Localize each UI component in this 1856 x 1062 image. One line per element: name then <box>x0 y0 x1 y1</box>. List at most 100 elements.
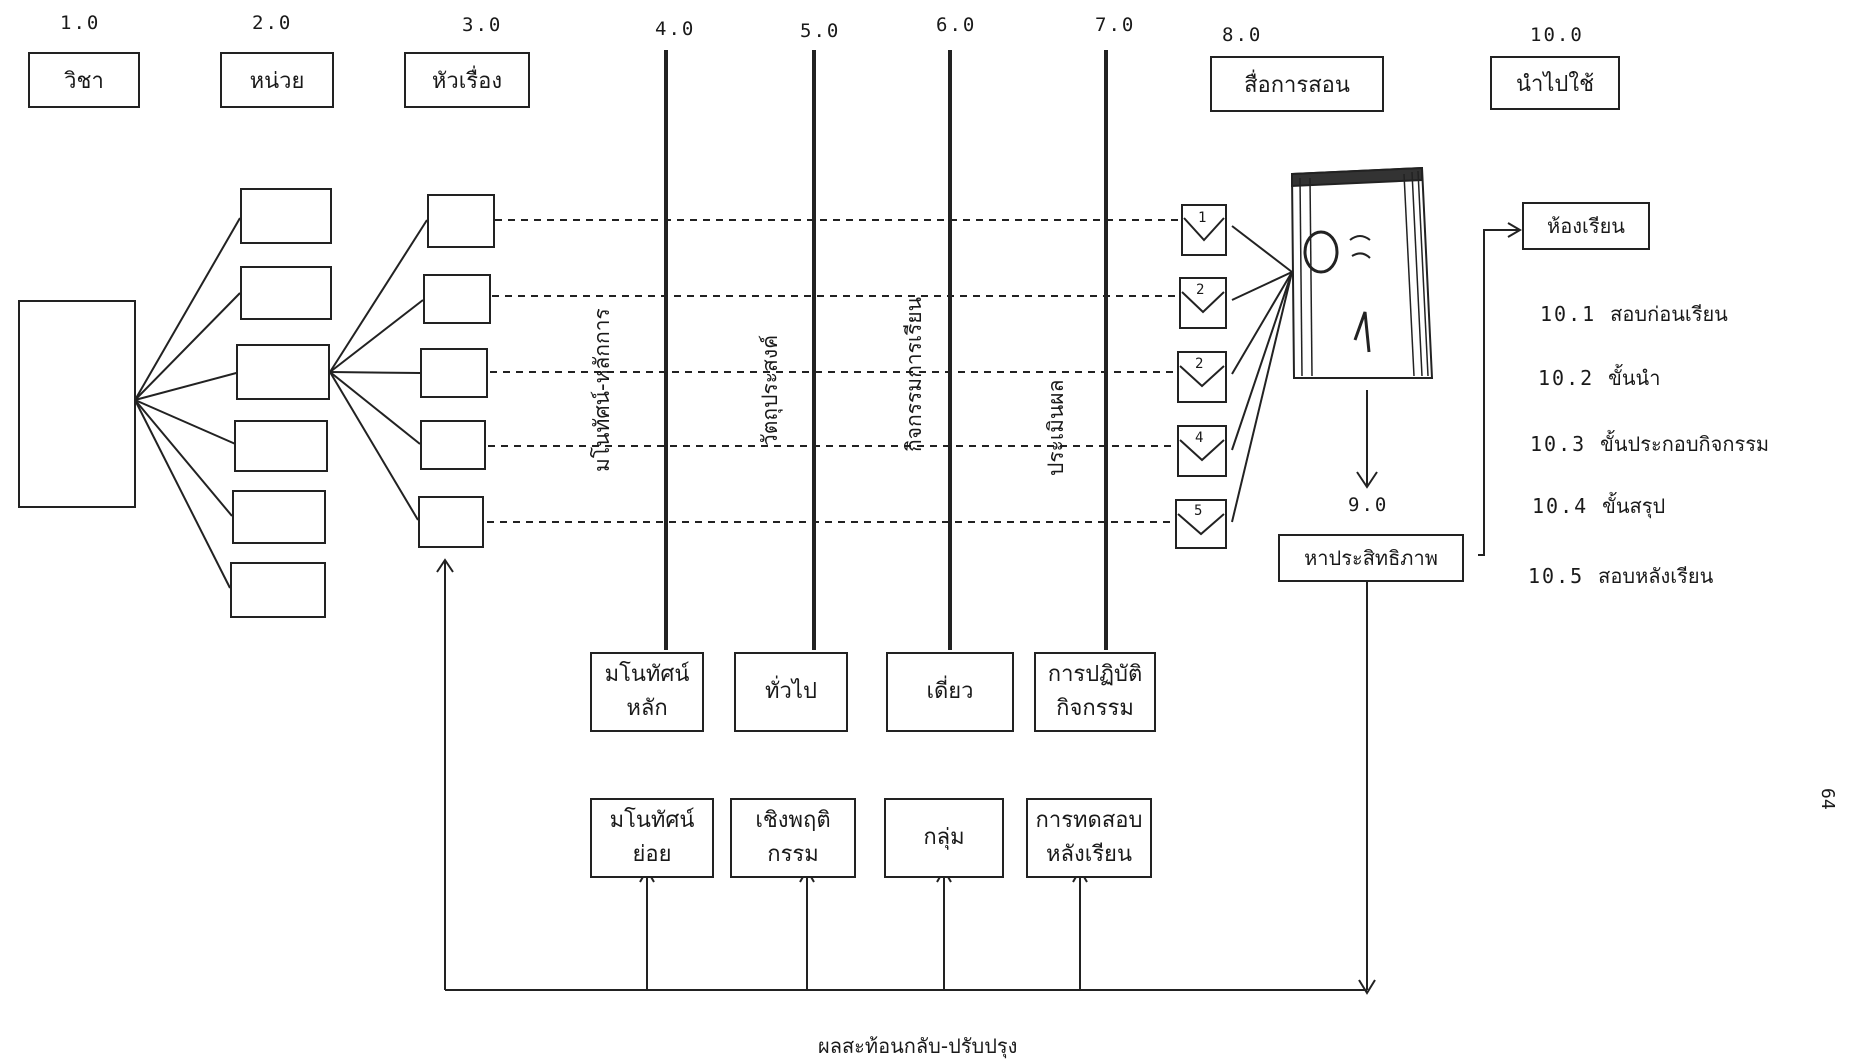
envelope <box>1181 204 1227 256</box>
topic-box <box>420 420 486 470</box>
envelope <box>1179 277 1227 329</box>
usage-step: 10.5 สอบหลังเรียน <box>1528 560 1713 592</box>
usage-step-label: ขั้นนำ <box>1608 366 1661 390</box>
activity-single-box: เดี่ยว <box>886 652 1014 732</box>
box-line: ย่อย <box>632 842 672 867</box>
envelope <box>1175 499 1227 549</box>
connector-line <box>329 371 421 445</box>
envelope <box>1177 425 1227 477</box>
unit-box <box>240 266 332 320</box>
unit-box <box>232 490 326 544</box>
vertical-label-concepts: มโนทัศน์-หลักการ <box>590 308 614 472</box>
envelope-number: 5 <box>1194 503 1205 519</box>
page-number: 64 <box>1817 788 1838 810</box>
usage-step-number: 10.4 <box>1532 494 1589 518</box>
subject-box <box>18 300 136 508</box>
column-number: 10.0 <box>1530 24 1584 46</box>
box-line: เดี่ยว <box>926 679 974 704</box>
topic-box <box>420 348 488 398</box>
column-number: 7.0 <box>1095 14 1136 36</box>
column-heading: หัวเรื่อง <box>404 52 530 108</box>
column-number: 5.0 <box>800 20 841 42</box>
usage-step: 10.4 ขั้นสรุป <box>1532 490 1665 522</box>
column-heading: นำไปใช้ <box>1490 56 1620 110</box>
connector-line <box>1231 271 1293 375</box>
topic-box <box>423 274 491 324</box>
usage-step: 10.3 ขั้นประกอบกิจกรรม <box>1530 428 1769 460</box>
usage-step-number: 10.1 <box>1540 302 1597 326</box>
usage-step-label: สอบหลังเรียน <box>1598 564 1714 588</box>
vertical-label-evaluation: ประเมินผล <box>1044 379 1068 476</box>
evaluation-number: 9.0 <box>1348 494 1389 516</box>
usage-step-number: 10.5 <box>1528 564 1585 588</box>
column-heading: สื่อการสอน <box>1210 56 1384 112</box>
topic-box <box>427 194 495 248</box>
column-number: 2.0 <box>252 12 293 34</box>
usage-step-number: 10.3 <box>1530 432 1587 456</box>
objective-behavioral-box: เชิงพฤติ กรรม <box>730 798 856 878</box>
envelope-number: 2 <box>1196 282 1207 298</box>
box-line: การปฏิบัติ <box>1047 662 1143 687</box>
box-line: กลุ่ม <box>923 825 965 850</box>
connector-line <box>134 399 233 517</box>
connector-line <box>134 399 241 447</box>
vertical-label-objectives: วัตถุประสงค์ <box>758 334 782 446</box>
feedback-caption: ผลสะท้อนกลับ-ปรับปรุง <box>818 1034 1018 1058</box>
envelope-number: 1 <box>1198 210 1209 226</box>
box-line: กรรม <box>767 842 819 867</box>
objective-general-box: ทั่วไป <box>734 652 848 732</box>
column-number: 6.0 <box>936 14 977 36</box>
column-number: 3.0 <box>462 14 503 36</box>
unit-box <box>240 188 332 244</box>
unit-box <box>230 562 326 618</box>
connector-line <box>134 399 231 589</box>
box-line: การทดสอบ <box>1035 808 1143 833</box>
box-line: หลัก <box>626 696 668 721</box>
column-heading: หน่วย <box>220 52 334 108</box>
box-line: หลังเรียน <box>1046 842 1132 867</box>
usage-step-label: สอบก่อนเรียน <box>1610 302 1728 326</box>
practice-activity-box: การปฏิบัติ กิจกรรม <box>1034 652 1156 732</box>
post-test-box: การทดสอบ หลังเรียน <box>1026 798 1152 878</box>
concept-sub-box: มโนทัศน์ ย่อย <box>590 798 714 878</box>
connector-line <box>329 371 421 374</box>
arrow-to-classroom <box>1478 229 1520 556</box>
box-line: กิจกรรม <box>1056 696 1134 721</box>
usage-step-number: 10.2 <box>1538 366 1595 390</box>
column-number: 4.0 <box>655 18 696 40</box>
connector-line <box>134 371 241 401</box>
box-line: มโนทัศน์ <box>609 808 695 833</box>
box-line: ทั่วไป <box>765 679 817 704</box>
topic-box <box>418 496 484 548</box>
connector-line <box>1231 271 1293 301</box>
envelope <box>1177 351 1227 403</box>
connector-line <box>134 292 241 401</box>
column-number: 1.0 <box>60 12 101 34</box>
connector-line <box>329 219 428 373</box>
classroom-box: ห้องเรียน <box>1522 202 1650 250</box>
connector-line <box>1231 271 1293 523</box>
box-line: เชิงพฤติ <box>755 808 831 833</box>
connector-line <box>134 217 241 401</box>
usage-step-label: ขั้นประกอบกิจกรรม <box>1600 432 1770 456</box>
unit-box <box>236 344 330 400</box>
usage-step-label: ขั้นสรุป <box>1602 494 1666 518</box>
usage-step: 10.2 ขั้นนำ <box>1538 362 1660 394</box>
envelope-number: 2 <box>1195 356 1206 372</box>
media-box-illustration <box>1290 166 1434 379</box>
connector-line <box>1231 225 1293 273</box>
connector-line <box>329 299 424 373</box>
column-heading: วิชา <box>28 52 140 108</box>
vertical-label-activities: กิจกรรมการเรียน <box>902 296 926 452</box>
connector-line <box>329 371 419 521</box>
box-line: มโนทัศน์ <box>604 662 690 687</box>
column-number: 8.0 <box>1222 24 1263 46</box>
envelopes <box>1175 204 1227 549</box>
usage-step: 10.1 สอบก่อนเรียน <box>1540 298 1728 330</box>
envelope-number: 4 <box>1195 430 1206 446</box>
activity-group-box: กลุ่ม <box>884 798 1004 878</box>
connector-line <box>1231 271 1293 451</box>
unit-box <box>234 420 328 472</box>
concept-main-box: มโนทัศน์ หลัก <box>590 652 704 732</box>
